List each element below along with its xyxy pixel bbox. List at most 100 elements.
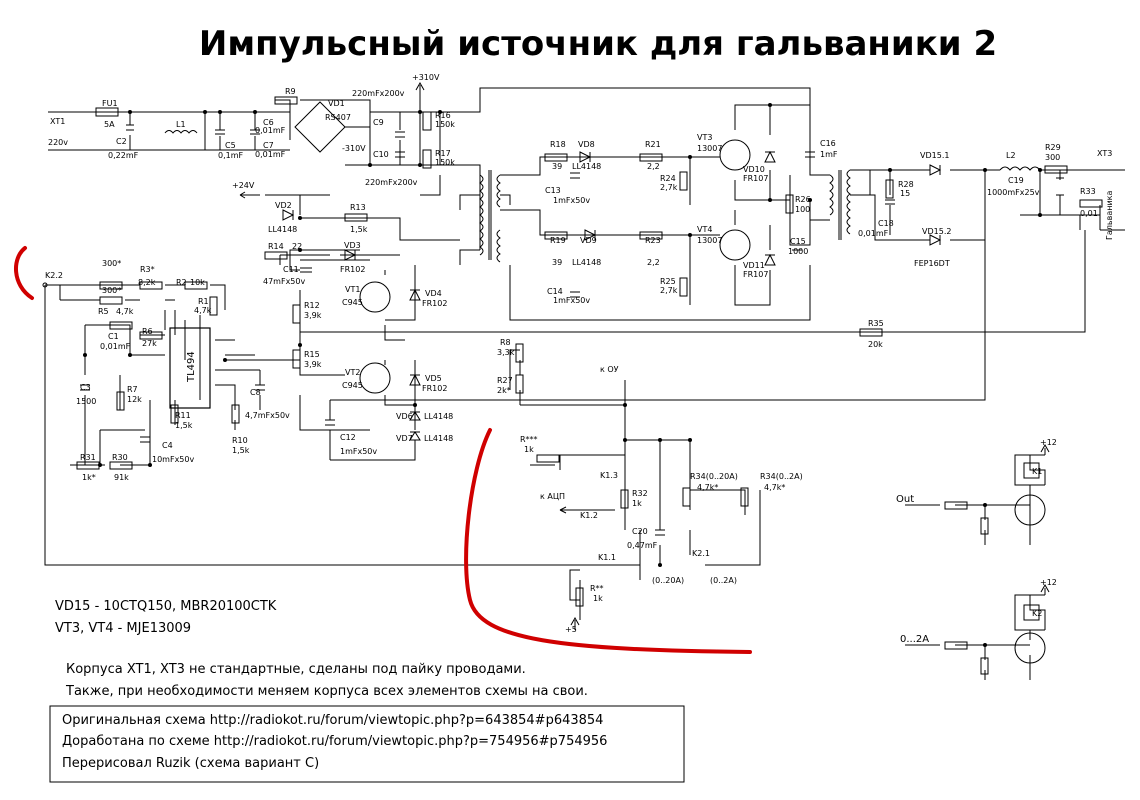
r-top-label: R*** (520, 435, 538, 444)
vt3-label: VT3 (697, 133, 712, 142)
r34a-val: 4,7k* (697, 483, 718, 492)
k-adc-label: к АЦП (540, 492, 565, 501)
r25-val: 2,7k (660, 286, 678, 295)
r32-val: 1k (632, 499, 642, 508)
c1-val: 0,01mF (100, 342, 131, 351)
vd2-val: LL4148 (268, 225, 297, 234)
r30-label: R30 (112, 453, 128, 462)
r6-val: 27k (142, 339, 157, 348)
c3-label: C3 (80, 383, 91, 392)
c7-label: C7 (263, 141, 274, 150)
r8-val: 3,3k (497, 348, 515, 357)
r300a-label: 300* (102, 259, 121, 268)
fu1-val: 5A (104, 120, 115, 129)
r14-val: 22 (292, 242, 302, 251)
note-line-4: Также, при необходимости меняем корпуса … (65, 684, 588, 699)
r31-label: R31 (80, 453, 96, 462)
range-in-label: 0...2A (900, 634, 929, 645)
vd3-label: VD3 (344, 241, 361, 250)
vd9-val: LL4148 (572, 258, 601, 267)
r28-val: 15 (900, 189, 910, 198)
c16-label: C16 (820, 139, 836, 148)
l1-label: L1 (176, 120, 186, 129)
c15-val: 1000 (788, 247, 808, 256)
c18-val: 0,01mF (858, 229, 889, 238)
r23-val: 2,2 (647, 258, 660, 267)
k2-label: K2 (1032, 609, 1042, 618)
r8-label: R8 (500, 338, 511, 347)
r2-label: R2 (176, 278, 187, 287)
c11-label: C11 (283, 265, 299, 274)
r31-val: 1k* (82, 473, 96, 482)
r-top-val: 1k (524, 445, 534, 454)
r14-label: R14 (268, 242, 284, 251)
fep-label: FEP16DT (914, 259, 950, 268)
vd8-label: VD8 (578, 140, 595, 149)
r15-label: R15 (304, 350, 320, 359)
r18-label: R18 (550, 140, 566, 149)
r12-val: 3,9k (304, 311, 322, 320)
credits-line-3: Перерисовал Ruzik (схема вариант С) (62, 756, 319, 771)
c4-val: 10mFx50v (152, 455, 194, 464)
vt1-label: VT1 (345, 285, 360, 294)
r7-val: 12k (127, 395, 142, 404)
r9-label: R9 (285, 87, 296, 96)
r15-val: 3,9k (304, 360, 322, 369)
c10-label: C10 (373, 150, 389, 159)
c12-label: C12 (340, 433, 356, 442)
r-bot-val: 1k (593, 594, 603, 603)
out-label: Out (896, 494, 914, 505)
r30-val: 91k (114, 473, 129, 482)
c12-val: 1mFx50v (340, 447, 377, 456)
vd10-val: FR107 (743, 174, 768, 183)
r5-label: R5 (98, 307, 109, 316)
vt4-label: VT4 (697, 225, 712, 234)
r16-label: R16 (435, 111, 451, 120)
fu1-label: FU1 (102, 99, 118, 108)
vd1-label: VD1 (328, 99, 345, 108)
tl494-label: TL494 (186, 351, 197, 383)
vd11-val: FR107 (743, 270, 768, 279)
r35-val: 20k (868, 340, 883, 349)
credits-line-1: Оригинальная схема http://radiokot.ru/fo… (62, 713, 603, 728)
range2-label: (0..2A) (710, 576, 737, 585)
r28-label: R28 (898, 180, 914, 189)
c8-label: C8 (250, 388, 261, 397)
c6-label: C6 (263, 118, 274, 127)
vd15-2-label: VD15.2 (922, 227, 951, 236)
vd5-label: VD5 (425, 374, 442, 383)
c4-label: C4 (162, 441, 173, 450)
red-bracket-left (13, 246, 34, 300)
vd1-val: RS407 (325, 113, 351, 122)
vt2-val: C945 (342, 381, 363, 390)
r12-label: R12 (304, 301, 320, 310)
r25-label: R25 (660, 277, 676, 286)
r27-val: 2k* (497, 386, 511, 395)
vd5-val: FR102 (422, 384, 447, 393)
plus5-label: +5 (565, 625, 577, 634)
note-line-1: VD15 - 10CTQ150, MBR20100CTK (55, 599, 277, 614)
r27-label: R27 (497, 376, 513, 385)
k-ou-label: к ОУ (600, 365, 619, 374)
wires (44, 87, 1101, 680)
galv-label: Гальваника (1105, 191, 1114, 240)
c6-val: 0,01mF (255, 126, 286, 135)
r33-val: 0,01 (1080, 209, 1098, 218)
c2-val: 0,22mF (108, 151, 139, 160)
r17-val: 150k (435, 158, 455, 167)
r26-label: R26 (795, 195, 811, 204)
r29-val: 300 (1045, 153, 1060, 162)
plus12b-label: +12 (1040, 578, 1057, 587)
vd7-label: VD7 (396, 434, 413, 443)
vd10-label: VD10 (743, 165, 765, 174)
k13-label: K1.3 (600, 471, 618, 480)
k1-label: K1 (1032, 467, 1042, 476)
vd6-label: VD6 (396, 412, 413, 421)
c1-label: C1 (108, 332, 119, 341)
r16-val: 150k (435, 120, 455, 129)
k21-label: K2.1 (692, 549, 710, 558)
credits-line-2: Доработана по схеме http://radiokot.ru/f… (62, 734, 607, 749)
c16-val: 1mF (820, 150, 838, 159)
r3-val: 8,2k (138, 278, 156, 287)
